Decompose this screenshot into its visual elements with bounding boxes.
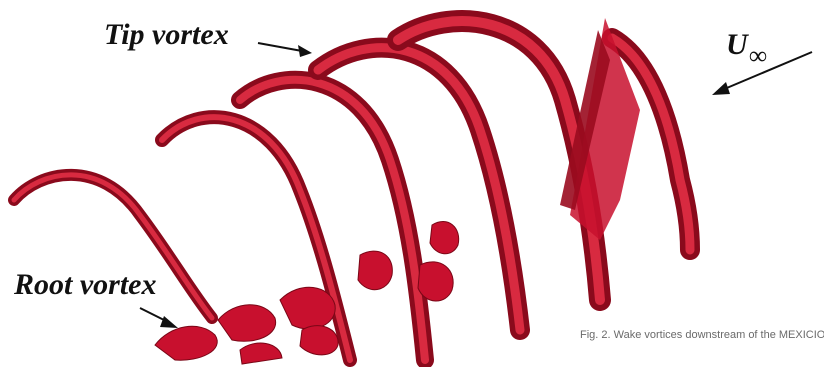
freestream-symbol: U [726, 28, 748, 61]
tip-vortex-label: Tip vortex [104, 18, 229, 52]
root-vortex-label: Root vortex [14, 268, 157, 302]
right-arrow-icon [258, 43, 312, 57]
root-arrow-icon [140, 308, 178, 328]
freestream-subscript: ∞ [749, 41, 768, 70]
freestream-velocity-label: U∞ [726, 28, 767, 71]
figure-caption: Fig. 2. Wake vortices downstream of the … [580, 329, 824, 341]
